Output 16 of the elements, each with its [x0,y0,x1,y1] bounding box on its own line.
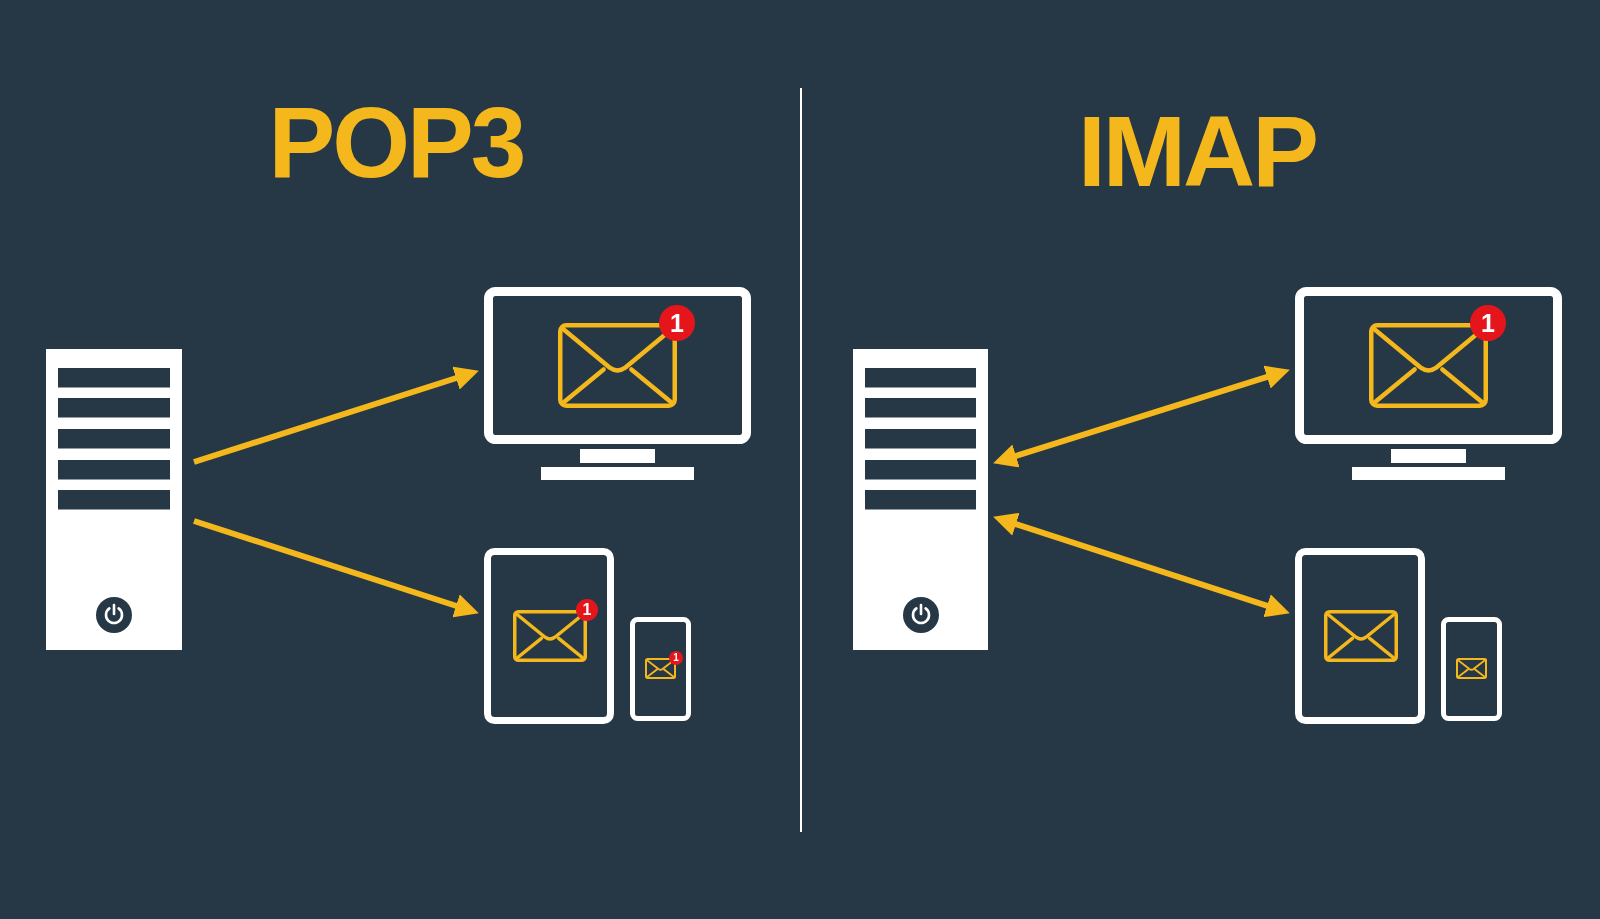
smartphone [1441,617,1502,721]
smartphone [630,617,691,721]
arrow [193,366,479,465]
tablet [484,548,614,724]
section-heading: IMAP [1078,101,1316,201]
section-heading: POP3 [268,92,524,192]
arrow [193,518,479,618]
notification-badge: 1 [669,651,683,665]
desktop-monitor [1295,287,1562,480]
double-headed-arrow [993,512,1290,618]
desktop-monitor [484,287,751,480]
tablet [1295,548,1425,724]
notification-badge: 1 [576,599,598,621]
notification-badge: 1 [659,305,695,341]
double-headed-arrow [993,365,1290,468]
notification-badge: 1 [1470,305,1506,341]
